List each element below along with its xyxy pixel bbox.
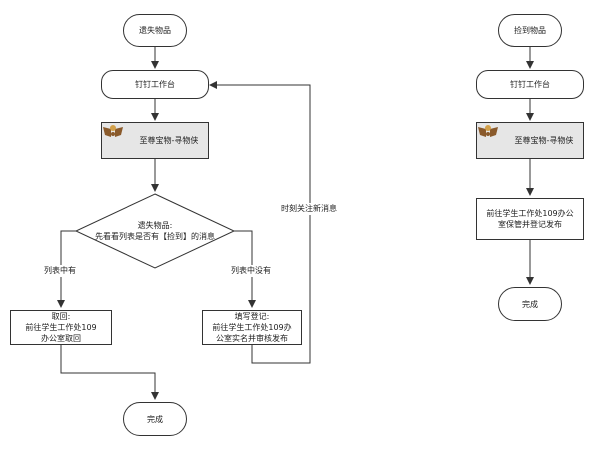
decision-text: 遗失物品: 先看看列表是否有【捡到】的消息 (76, 220, 234, 242)
right-process-line-1: 前往学生工作处109办公 (486, 209, 574, 218)
app-node: 至尊宝物-寻物侠 (101, 122, 209, 159)
edge-decision-to-register (234, 230, 256, 308)
right-app-node: 至尊宝物-寻物侠 (476, 122, 584, 159)
platform-node: 钉钉工作台 (101, 70, 209, 99)
right-app-node-label: 至尊宝物-寻物侠 (514, 136, 574, 145)
end-node-right-label: 完成 (522, 299, 538, 309)
start-node-lost-item: 遗失物品 (123, 14, 187, 47)
decision-diamond (74, 193, 236, 269)
right-process-line-2: 室保管并登记发布 (498, 220, 562, 229)
register-node: 填写登记: 前往学生工作处109办 公室实名并审核发布 (202, 310, 302, 345)
app-logo-icon (103, 125, 134, 149)
right-app-logo-icon (478, 125, 509, 149)
register-line-2: 前往学生工作处109办 (212, 323, 292, 332)
edge-register-loop-back (209, 81, 311, 364)
start-node-label: 遗失物品 (139, 26, 171, 35)
edge-decision-to-retrieve (57, 230, 76, 308)
right-process-node: 前往学生工作处109办公 室保管并登记发布 (476, 198, 584, 240)
retrieve-line-1: 取回: (51, 312, 71, 321)
loop-label: 时刻关注新消息 (281, 203, 337, 215)
edge-retrieve-to-end (60, 345, 159, 400)
end-node-left-label: 完成 (147, 414, 163, 424)
platform-node-label: 钉钉工作台 (135, 80, 175, 89)
register-line-3: 公室实名并审核发布 (216, 334, 288, 343)
branch-label-no: 列表中没有 (231, 265, 271, 277)
right-start-node-label: 捡到物品 (514, 26, 546, 35)
decision-line-1: 遗失物品: (137, 221, 173, 230)
retrieve-line-3: 办公室取回 (41, 334, 81, 343)
right-platform-node: 钉钉工作台 (476, 70, 584, 99)
end-node-left: 完成 (123, 402, 187, 436)
app-node-label: 至尊宝物-寻物侠 (139, 136, 199, 145)
right-platform-node-label: 钉钉工作台 (510, 80, 550, 89)
decision-line-2: 先看看列表是否有【捡到】的消息 (95, 232, 215, 241)
branch-label-yes: 列表中有 (44, 265, 76, 277)
retrieve-node: 取回: 前往学生工作处109 办公室取回 (10, 310, 112, 345)
retrieve-line-2: 前往学生工作处109 (25, 323, 97, 332)
end-node-right: 完成 (498, 287, 562, 321)
register-line-1: 填写登记: (234, 312, 270, 321)
start-node-found-item: 捡到物品 (498, 14, 562, 47)
